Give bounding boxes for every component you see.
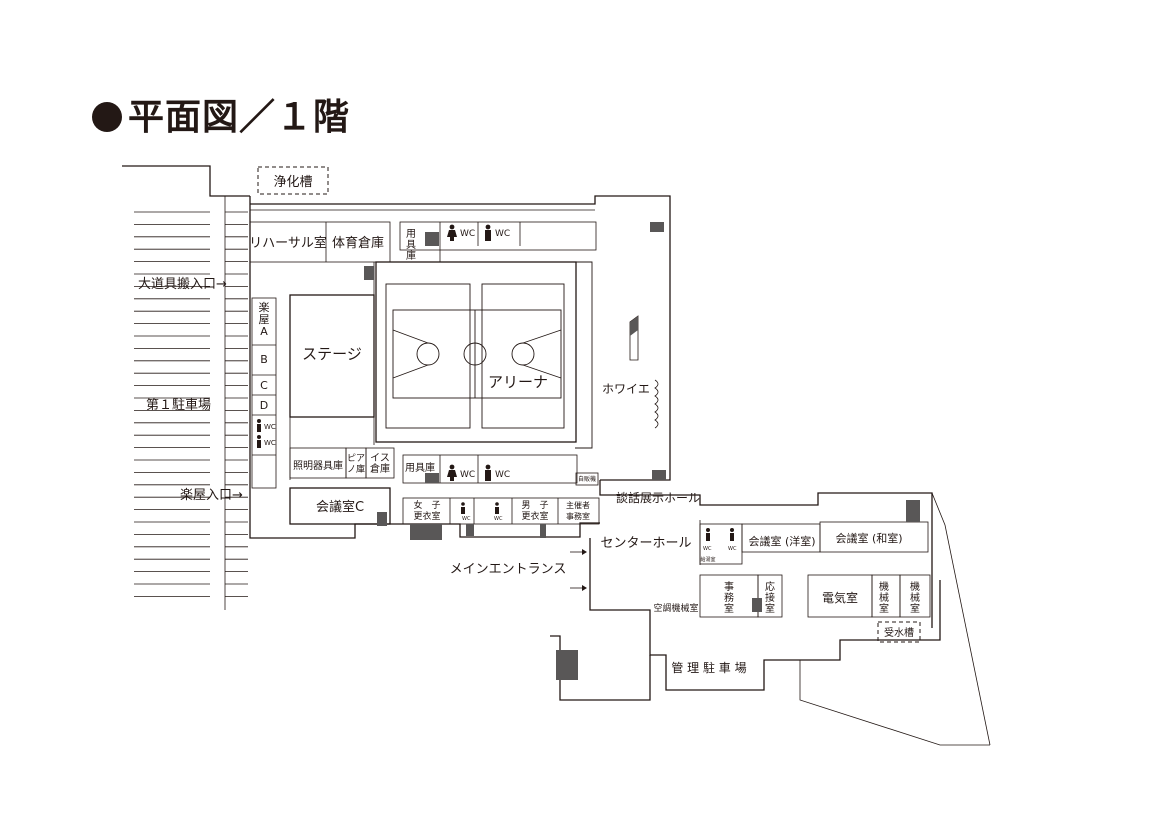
- label-organizer-office-1: 主催者: [566, 500, 590, 510]
- main-building: [249, 195, 671, 539]
- label-wc-top-2: WC: [495, 229, 510, 239]
- label-room-a: A: [260, 325, 268, 338]
- label-organizer-office-2: 事務室: [566, 511, 590, 521]
- label-parking-1: 第１駐車場: [146, 398, 211, 413]
- label-main-entrance: メインエントランス: [450, 562, 567, 577]
- label-women-locker-1: 女 子: [413, 499, 440, 511]
- wc-icon: [257, 435, 261, 448]
- label-machine-1b: 械: [879, 591, 889, 604]
- label-water-tank: 受水槽: [884, 626, 914, 639]
- label-equip-storage-top-1: 用: [406, 229, 416, 240]
- wc-icon: [730, 528, 734, 541]
- label-wc-side-2: WC: [264, 439, 276, 447]
- label-pe-storage: 体育倉庫: [332, 235, 384, 251]
- title-text: 平面図／１階: [128, 97, 351, 138]
- label-men-locker-1: 男 子: [521, 500, 548, 511]
- label-room-d: D: [260, 399, 268, 412]
- label-wc-east-1: WC: [703, 546, 712, 552]
- label-wc-side-1: WC: [264, 423, 276, 431]
- label-chair-storage-2: 倉庫: [370, 462, 390, 475]
- label-septic-tank: 浄化槽: [273, 175, 312, 190]
- label-wc-bottom-1: WC: [460, 470, 475, 480]
- label-dressing-entrance: 楽屋入口→: [180, 487, 243, 503]
- label-nursing-room: 給湯室: [700, 556, 715, 563]
- label-machine-2c: 室: [910, 602, 920, 615]
- label-chair-storage-1: イス: [370, 453, 390, 464]
- label-women-locker-2: 更衣室: [413, 510, 440, 522]
- label-wc-top-1: WC: [460, 229, 475, 239]
- label-dressing-1: 楽: [259, 301, 270, 314]
- label-meeting-western: 会議室 (洋室): [748, 534, 815, 548]
- wc-icon: [257, 419, 261, 432]
- label-reception-1: 応: [765, 580, 775, 593]
- bullet-dot-icon: [92, 102, 122, 132]
- shaded-areas: [364, 222, 920, 680]
- label-dressing-2: 屋: [259, 313, 270, 326]
- label-equip-storage-bottom: 用具庫: [405, 461, 435, 474]
- label-electrical: 電気室: [822, 590, 858, 605]
- label-prop-entrance: 大道具搬入口→: [138, 277, 227, 292]
- label-office-1: 事: [724, 580, 734, 593]
- label-wc-east-2: WC: [728, 546, 737, 552]
- label-lounge-hall: 談話展示ホール: [616, 490, 700, 505]
- label-wc-locker-2: WC: [494, 516, 503, 522]
- label-room-b: B: [260, 353, 268, 366]
- label-equip-storage-top-2: 具: [406, 239, 416, 251]
- label-arena: アリーナ: [488, 373, 548, 391]
- label-stage: ステージ: [302, 345, 362, 363]
- wc-icon: [706, 528, 710, 541]
- label-vending: 自販機: [578, 475, 596, 483]
- wc-icon: [485, 224, 491, 241]
- label-rehearsal-room: リハーサル室: [249, 235, 327, 251]
- parking-area: [122, 165, 250, 610]
- label-machine-1a: 機: [879, 580, 889, 593]
- wc-icon: [447, 224, 457, 241]
- label-men-locker-2: 更衣室: [521, 510, 548, 522]
- wc-icon: [461, 502, 465, 514]
- east-wing: [550, 480, 991, 746]
- page-title: 平面図／１階: [92, 88, 350, 140]
- label-foyer: ホワイエ: [602, 382, 650, 396]
- label-lighting-storage: 照明器具庫: [293, 459, 343, 472]
- entrance-arrows: [570, 549, 587, 591]
- label-machine-2a: 機: [910, 580, 920, 593]
- label-wc-bottom-2: WC: [495, 470, 510, 480]
- label-reception-3: 室: [765, 602, 775, 615]
- label-mgmt-parking: 管 理 駐 車 場: [671, 660, 746, 675]
- label-meeting-c: 会議室C: [316, 499, 364, 515]
- label-machine-1c: 室: [879, 602, 889, 615]
- label-room-c: C: [260, 379, 268, 392]
- septic-tank-outline: [257, 166, 329, 195]
- wc-icon: [447, 464, 457, 481]
- label-office-2: 務: [724, 591, 734, 604]
- wc-icon: [485, 464, 491, 481]
- label-center-hall: センターホール: [600, 536, 691, 551]
- label-wc-locker-1: WC: [462, 516, 471, 522]
- label-machine-2b: 械: [910, 591, 920, 604]
- parking-stripes: [134, 211, 248, 597]
- wc-icon: [495, 502, 499, 514]
- label-reception-2: 接: [765, 591, 775, 604]
- label-ac-machine: 空調機械室: [653, 602, 698, 614]
- label-piano-storage-1: ピア: [347, 453, 365, 464]
- label-office-3: 室: [724, 602, 734, 615]
- label-piano-storage-2: ノ庫: [347, 463, 365, 475]
- label-equip-storage-top-3: 庫: [406, 249, 416, 262]
- label-meeting-japanese: 会議室 (和室): [835, 531, 902, 545]
